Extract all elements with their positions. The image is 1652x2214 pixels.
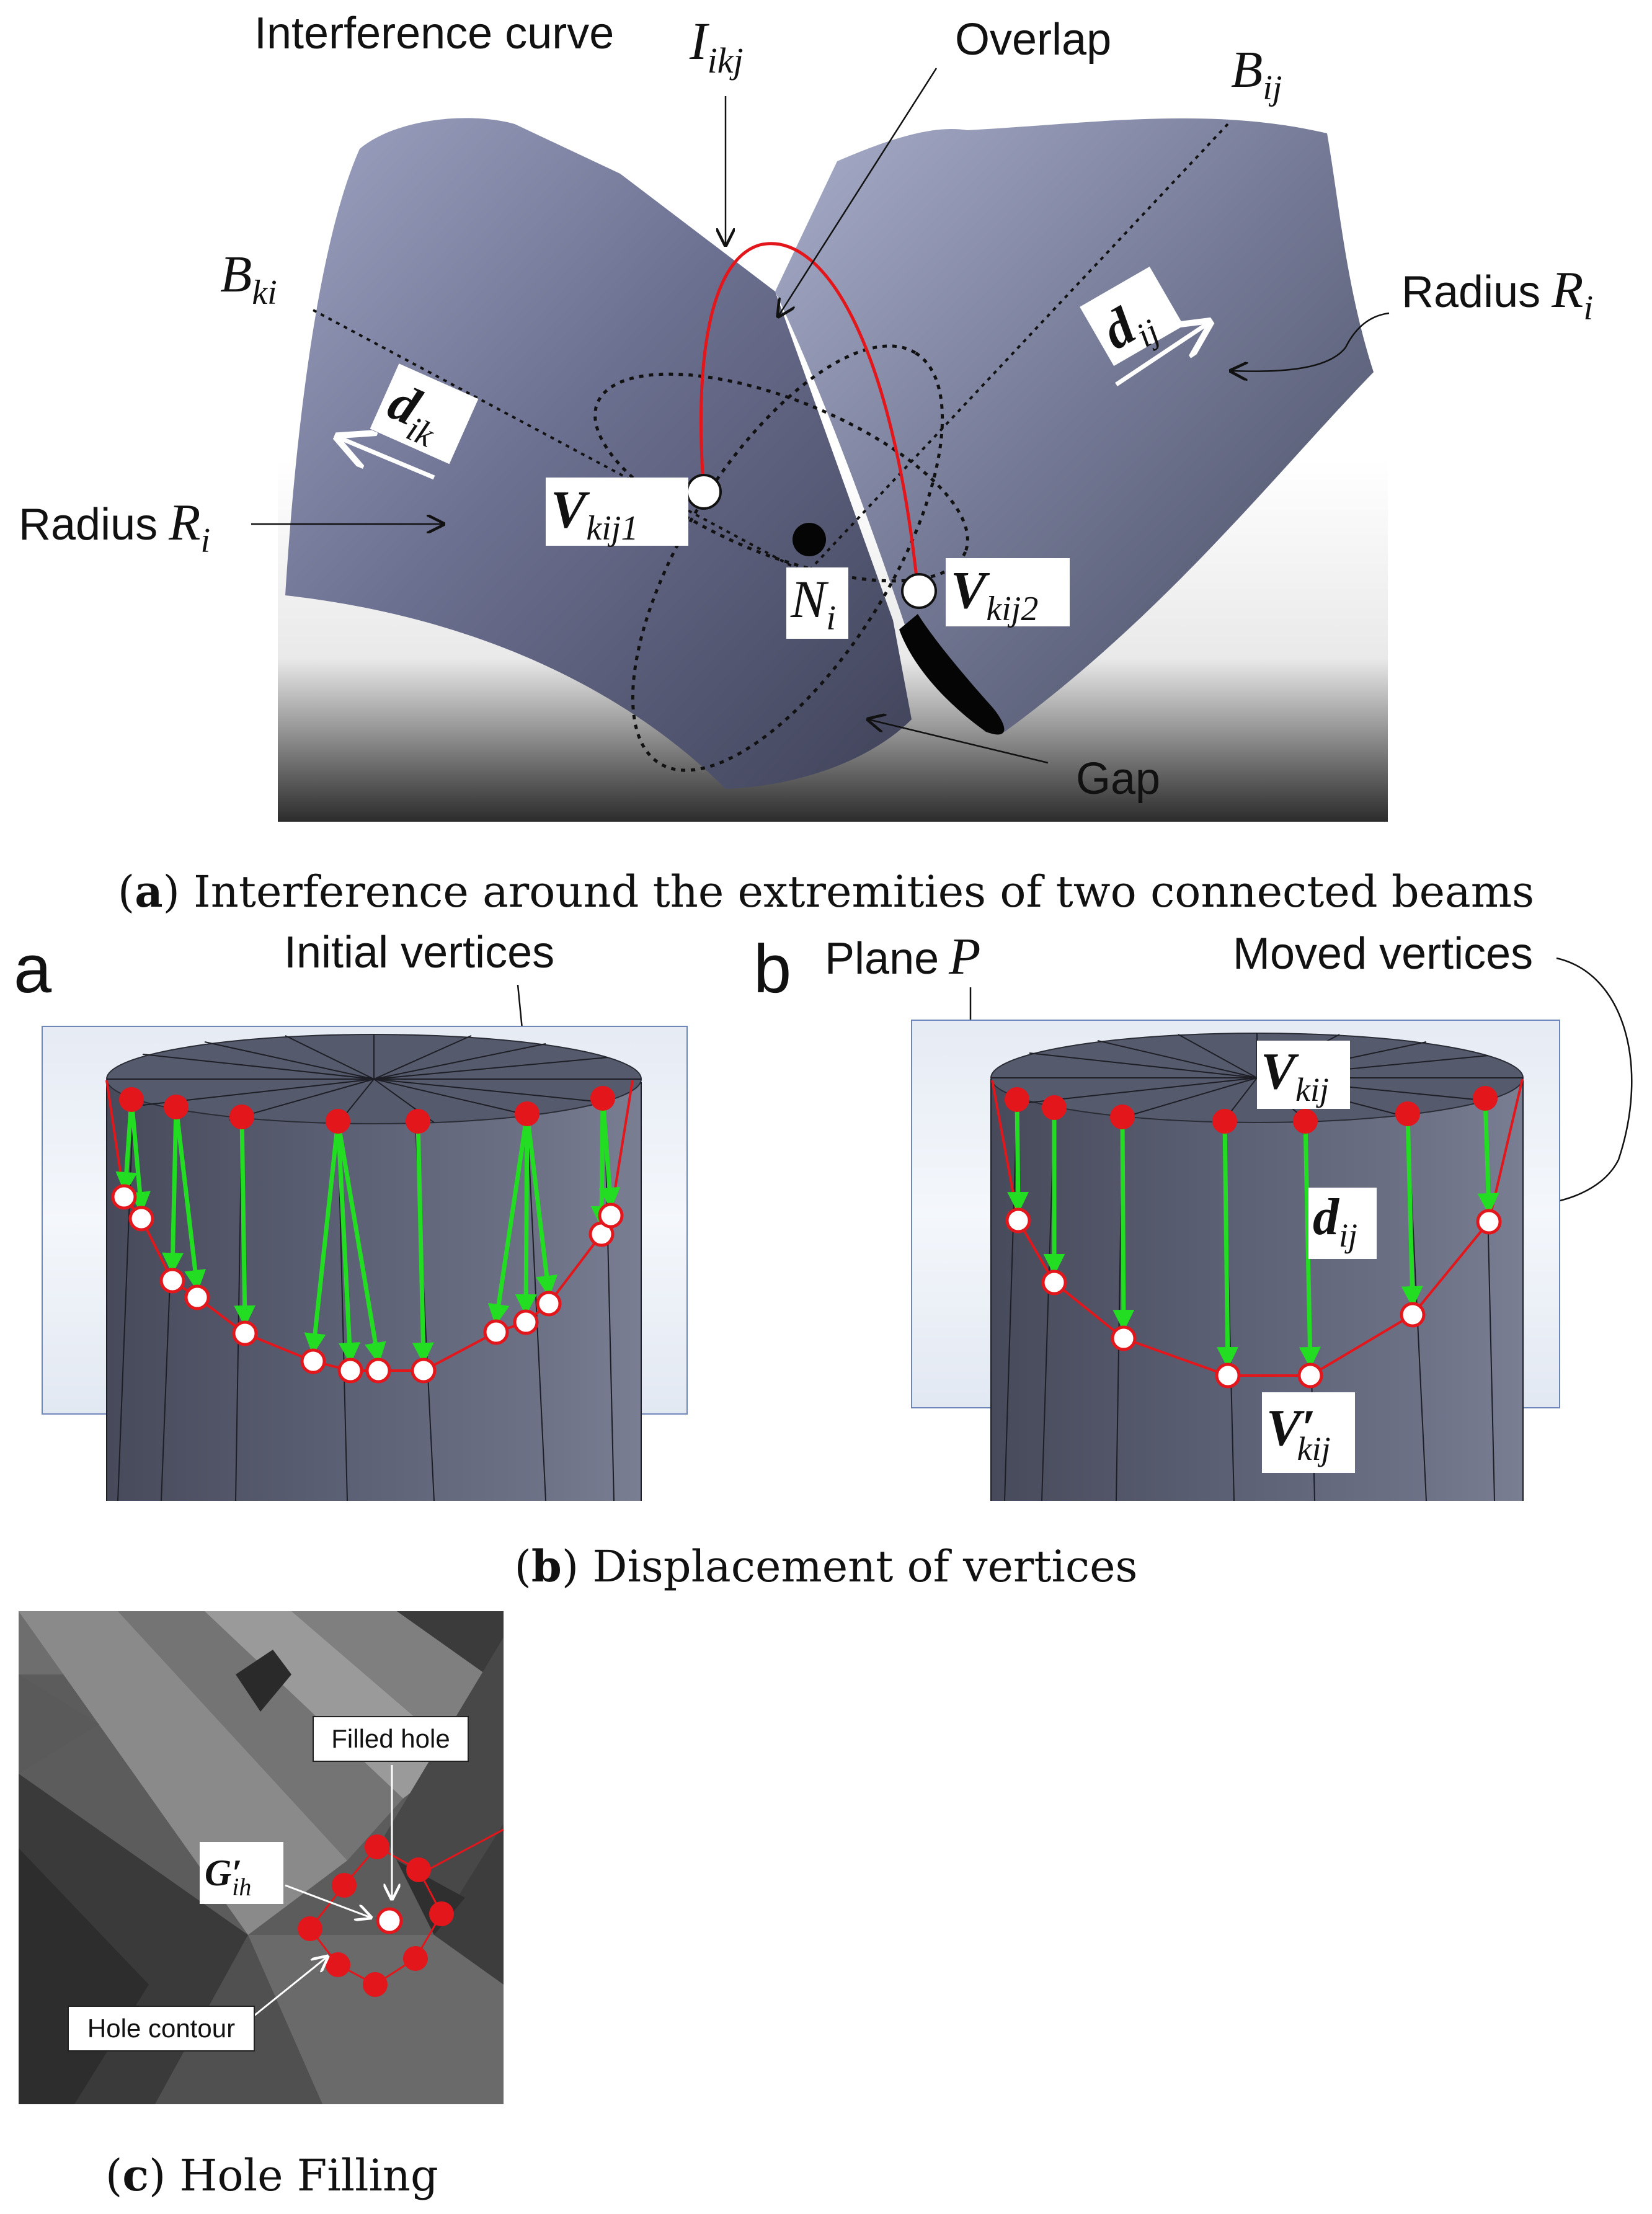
label-b-ij: Bij: [1231, 41, 1282, 107]
label-filled-hole: Filled hole: [331, 1724, 450, 1753]
initial-vertices-right: [1005, 1086, 1498, 1134]
leader-overlap: [778, 68, 938, 316]
axis-b-ki: [313, 309, 807, 575]
label-b-ki: Bki: [220, 246, 277, 312]
moved-vertices-right: [1005, 1207, 1502, 1389]
label-interference-symbol: Iikj: [689, 11, 744, 81]
label-d-ik-box: dik: [370, 363, 479, 465]
subpanel-letter-left: a: [14, 931, 52, 1007]
label-initial-vertices: Initial vertices: [284, 928, 554, 977]
label-v-prime: V′kij: [1266, 1399, 1331, 1467]
label-moved-vertices: Moved vertices: [1233, 929, 1533, 979]
moved-vertices-left: [111, 1184, 624, 1384]
filled-hole-vertex: [376, 1907, 403, 1934]
label-v-kij: Vkij: [1261, 1043, 1329, 1108]
leader-moved-vertices: [1535, 957, 1633, 1204]
cylinder-body-right: [991, 1078, 1523, 1501]
label-v-kij1: Vkij1: [551, 479, 638, 548]
panel-a: Interference curve Iikj Overlap Bij Bki …: [19, 9, 1593, 822]
label-v-prime-box: V′kij: [1262, 1392, 1355, 1473]
panel-b-left: a Initial vertices: [14, 928, 688, 1501]
caption-a: (a) Interference around the extremities …: [118, 866, 1534, 917]
label-filled-hole-box: Filled hole: [313, 1716, 469, 1762]
label-interference-curve: Interference curve: [254, 9, 614, 58]
displacement-arrows-right: [1007, 1098, 1499, 1369]
subpanel-letter-right: b: [753, 931, 791, 1007]
label-g-ih: G′ih: [205, 1852, 251, 1901]
node-n-i-marker: [793, 523, 826, 556]
direction-arrow-d-ik: [338, 437, 435, 480]
label-overlap: Overlap: [955, 15, 1111, 64]
label-v-kij-box: Vkij: [1257, 1041, 1350, 1109]
label-gap: Gap: [1076, 754, 1160, 804]
label-d-ij-b: dij: [1313, 1188, 1357, 1254]
vertex-v-kij2-marker: [901, 573, 937, 609]
label-n-i-box: Ni: [786, 567, 848, 639]
beam-left: [285, 118, 912, 789]
hole-contour-vertices: [298, 1834, 454, 1997]
panel-c: Filled hole G′ih Hole contour: [19, 1611, 504, 2104]
initial-vertices-left: [119, 1086, 615, 1134]
label-hole-contour: Hole contour: [87, 2014, 235, 2043]
interference-curve: [699, 242, 920, 590]
label-v-kij2: Vkij2: [951, 560, 1038, 628]
caption-b: (b) Displacement of vertices: [515, 1540, 1138, 1592]
direction-arrow-d-ij: [1115, 322, 1209, 386]
displacement-arrows-left: [115, 1098, 621, 1364]
displaced-contour-left: [105, 1080, 634, 1372]
label-v-kij2-box: Vkij2: [946, 558, 1070, 628]
leader-gap: [868, 719, 1049, 764]
label-hole-contour-box: Hole contour: [68, 2006, 255, 2052]
axis-b-ij: [805, 123, 1229, 575]
leader-hole-contour: [254, 1957, 327, 2017]
leader-g-ih: [285, 1884, 371, 1918]
mesh-lines-left: [106, 1034, 642, 1501]
label-g-ih-box: G′ih: [200, 1842, 283, 1904]
caption-c: (c) Hole Filling: [105, 2150, 438, 2201]
label-n-i: Ni: [790, 569, 836, 638]
label-d-ij-box: dij: [1080, 266, 1184, 367]
leader-radius-right: [1231, 312, 1390, 371]
gap-region: [899, 614, 1005, 735]
label-v-kij1-box: Vkij1: [546, 478, 688, 548]
vertex-v-kij1-marker: [686, 474, 722, 510]
label-d-ij-b-box: dij: [1308, 1188, 1377, 1259]
